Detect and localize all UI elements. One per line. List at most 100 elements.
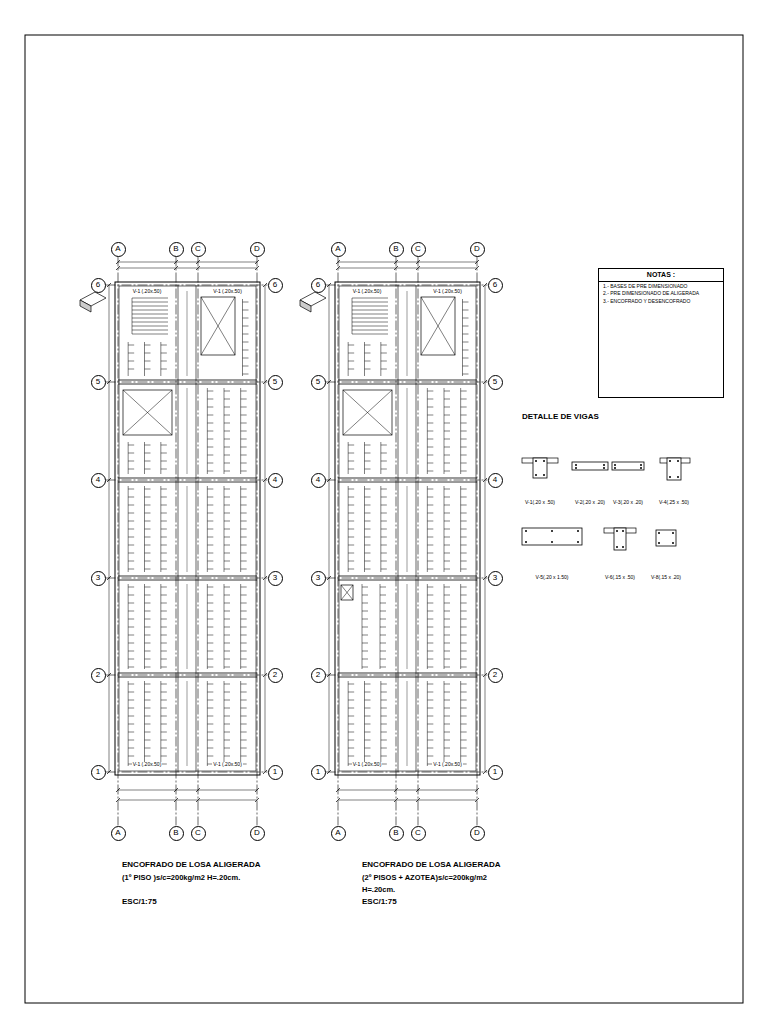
drawing-rect xyxy=(667,458,681,480)
drawing-line xyxy=(128,345,134,346)
drawing-line xyxy=(128,684,134,685)
drawing-title: ENCOFRADO DE LOSA ALIGERADA xyxy=(122,861,261,869)
drawing-line xyxy=(427,391,433,392)
drawing-rect xyxy=(522,528,582,545)
drawing-line xyxy=(145,740,151,741)
drawing-line xyxy=(427,489,433,490)
drawing-line xyxy=(348,513,354,514)
drawing-line xyxy=(381,453,387,454)
drawing-line xyxy=(365,724,371,725)
drawing-line xyxy=(224,529,230,530)
drawing-line xyxy=(161,635,167,636)
drawing-line xyxy=(461,553,467,554)
drawing-line xyxy=(224,391,230,392)
drawing-line xyxy=(380,611,386,612)
drawing-line xyxy=(161,659,167,660)
rebar-dot xyxy=(575,464,577,466)
drawing-line xyxy=(338,800,477,801)
drawing-line xyxy=(444,619,450,620)
axis-label: 3 xyxy=(493,574,497,583)
drawing-line xyxy=(381,513,387,514)
grid-axis-line xyxy=(338,257,339,826)
drawing-line xyxy=(381,461,387,462)
drawing-line xyxy=(241,708,247,709)
drawing-line xyxy=(224,603,230,604)
drawing-line xyxy=(338,790,477,791)
beam-details xyxy=(522,458,690,550)
rebar-dot xyxy=(535,474,537,476)
drawing-line xyxy=(444,724,450,725)
drawing-line xyxy=(348,681,349,766)
drawing-line xyxy=(380,584,381,669)
rebar-dot xyxy=(616,546,618,548)
drawing-line xyxy=(444,463,450,464)
beam-callout: V-1 (.20x.50) xyxy=(132,289,163,294)
drawing-line xyxy=(427,716,433,717)
drawing-line xyxy=(341,585,353,600)
drawing-line xyxy=(161,587,167,588)
drawing-line xyxy=(207,681,208,766)
drawing-line xyxy=(380,595,386,596)
drawing-line xyxy=(224,415,230,416)
drawing-line xyxy=(381,724,387,725)
drawing-line xyxy=(161,603,167,604)
axis-label: 2 xyxy=(96,671,100,680)
drawing-line xyxy=(444,716,450,717)
drawing-line xyxy=(128,716,134,717)
axis-label: A xyxy=(115,245,120,254)
drawing-line xyxy=(145,716,151,717)
drawing-line xyxy=(128,732,134,733)
drawing-line xyxy=(381,716,387,717)
drawing-line xyxy=(161,561,167,562)
drawing-line xyxy=(241,748,247,749)
drawing-line xyxy=(444,611,450,612)
grid-axis-bubble: C xyxy=(411,242,426,257)
drawing-line xyxy=(144,584,145,669)
grid-axis-bubble: 4 xyxy=(268,473,283,488)
drawing-line xyxy=(444,692,450,693)
drawing-line xyxy=(427,471,433,472)
drawing-line xyxy=(427,708,433,709)
drawing-line xyxy=(461,716,467,717)
drawing-line xyxy=(461,431,467,432)
drawing-line xyxy=(207,463,213,464)
drawing-line xyxy=(241,659,247,660)
drawing-line xyxy=(128,545,134,546)
grid-axis-bubble: D xyxy=(470,242,485,257)
rebar-dot xyxy=(577,541,579,543)
drawing-line xyxy=(444,497,450,498)
drawing-line xyxy=(364,342,365,376)
drawing-line xyxy=(161,643,167,644)
drawing-line xyxy=(145,461,151,462)
drawing-title: ENCOFRADO DE LOSA ALIGERADA xyxy=(362,861,501,869)
rebar-dot xyxy=(603,464,605,466)
axis-label: 1 xyxy=(273,768,277,777)
drawing-line xyxy=(381,692,387,693)
axis-label: 1 xyxy=(96,768,100,777)
drawing-line xyxy=(444,587,450,588)
drawing-line xyxy=(145,700,151,701)
drawing-line xyxy=(444,529,450,530)
drawing-line xyxy=(362,659,368,660)
drawing-line xyxy=(128,489,134,490)
drawing-line xyxy=(427,455,433,456)
axis-label: A xyxy=(335,829,340,838)
drawing-line xyxy=(407,388,408,474)
drawing-line xyxy=(145,505,151,506)
drawing-line xyxy=(444,627,450,628)
drawing-line xyxy=(338,677,477,678)
drawing-line xyxy=(362,619,368,620)
drawing-line xyxy=(145,756,151,757)
grid-axis-bubble: B xyxy=(169,826,184,841)
drawing-line xyxy=(427,537,433,538)
drawing-line xyxy=(241,521,247,522)
drawing-line xyxy=(352,330,388,331)
grid-axis-line xyxy=(326,285,488,286)
grid-axis-bubble: 5 xyxy=(268,375,283,390)
drawing-line xyxy=(352,326,388,327)
drawing-line xyxy=(224,489,230,490)
grid-axis-line xyxy=(118,257,119,826)
drawing-line xyxy=(242,299,243,376)
drawing-line xyxy=(145,708,151,709)
